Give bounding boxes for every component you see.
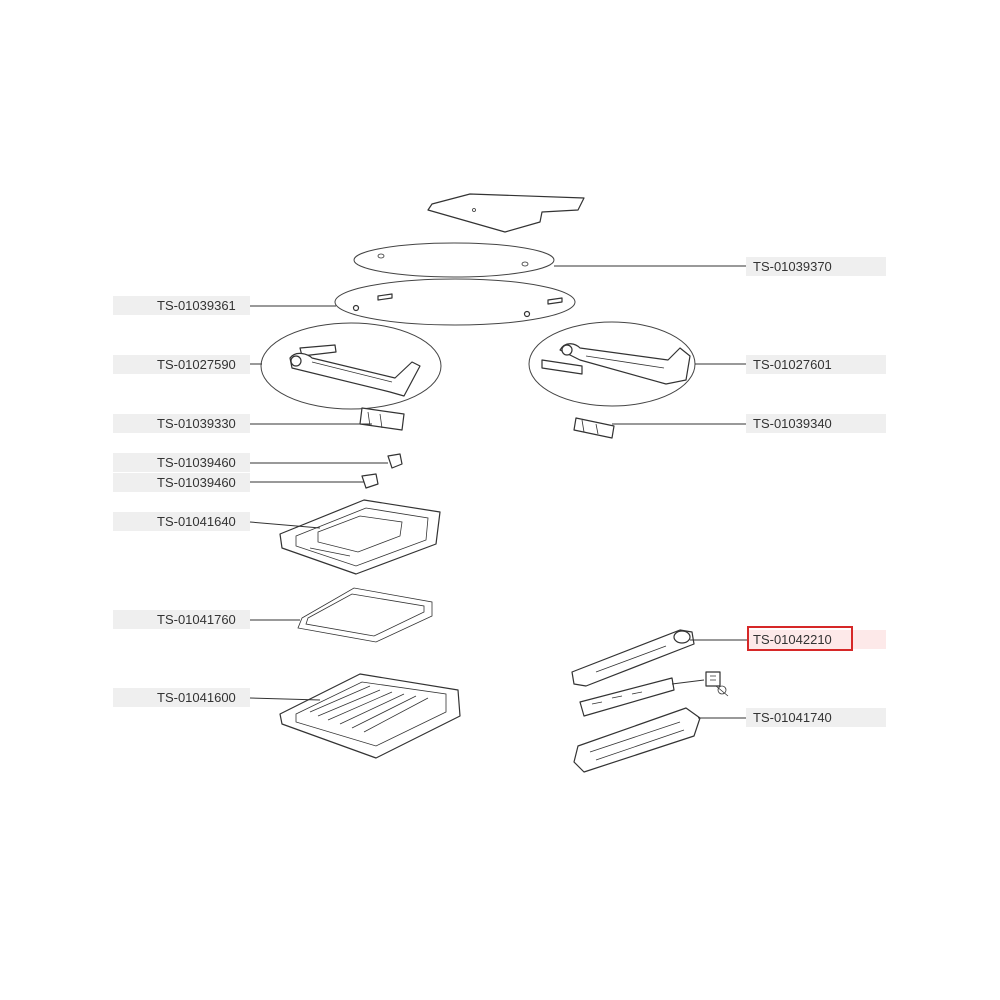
part-label-text: TS-01041600 [157,690,236,705]
part-label-text: TS-01039460 [157,455,236,470]
part-label-text: TS-01041760 [157,612,236,627]
part-label-ts-01039370[interactable]: TS-01039370 [554,257,886,276]
part-label-ts-01039460-lower[interactable]: TS-01039460 [113,473,364,492]
front-housing-part [573,707,701,773]
part-label-text: TS-01027601 [753,357,832,372]
upper-plate-part [279,499,441,575]
part-label-ts-01039330[interactable]: TS-01039330 [113,414,372,433]
fastener-part-1 [387,453,403,469]
part-label-text: TS-01041640 [157,514,236,529]
left-bracket-part [359,407,405,431]
lower-plate-part [279,673,461,759]
part-label-text: TS-01039361 [157,298,236,313]
top-gasket-sheet [427,193,585,233]
part-label-ts-01027601[interactable]: TS-01027601 [695,355,886,374]
part-label-ts-01041640[interactable]: TS-01041640 [113,512,321,531]
fastener-part-2 [361,473,379,489]
part-label-ts-01039460-upper[interactable]: TS-01039460 [113,453,388,472]
control-board-leader [671,679,705,685]
part-label-text: TS-01039330 [157,416,236,431]
right-bracket-part [573,417,615,439]
handle-bar-part [571,629,695,687]
part-label-ts-01039340[interactable]: TS-01039340 [612,414,886,433]
part-label-text: TS-01027590 [157,357,236,372]
part-label-ts-01039361[interactable]: TS-01039361 [113,296,336,315]
control-board-part [579,671,729,717]
part-label-text: TS-01042210 [753,632,832,647]
part-label-ts-01041760[interactable]: TS-01041760 [113,610,300,629]
part-label-text: TS-01041740 [753,710,832,725]
part-label-ts-01027590[interactable]: TS-01027590 [113,355,262,374]
right-hinge-arm-group [528,321,696,407]
part-label-ts-01041600[interactable]: TS-01041600 [113,688,321,707]
highlight-box [747,626,853,651]
part-label-ts-01042210[interactable]: TS-01042210 [690,626,886,651]
screws-group [334,278,576,326]
heating-element-part [297,587,433,643]
part-label-ts-01041740[interactable]: TS-01041740 [698,708,886,727]
part-label-text: TS-01039370 [753,259,832,274]
part-label-text: TS-01039340 [753,416,832,431]
seal-ring-group [353,242,555,278]
part-label-text: TS-01039460 [157,475,236,490]
left-hinge-arm-group [260,322,442,410]
